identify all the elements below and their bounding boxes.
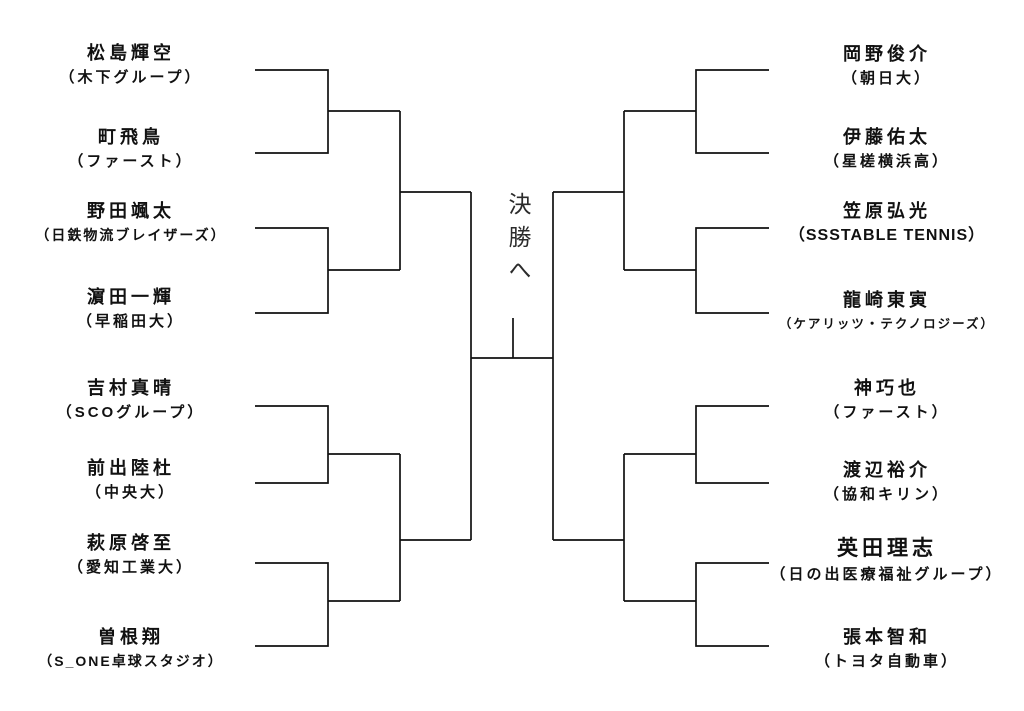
player-name: 伊藤佑太	[843, 127, 931, 147]
player-slot-left-6: 前出陸杜 （中央大）	[0, 457, 262, 503]
player-slot-right-3: 笠原弘光 （SSSTABLE TENNIS）	[756, 200, 1018, 246]
player-name: 英田理志	[837, 537, 937, 560]
player-slot-right-4: 龍崎東寅 （ケアリッツ・テクノロジーズ）	[756, 289, 1018, 335]
player-name: 前出陸杜	[87, 458, 175, 478]
player-name: 龍崎東寅	[843, 290, 931, 310]
bracket-line-left-match4	[255, 562, 329, 647]
bracket-line-right-match3	[695, 405, 769, 484]
player-name: 神巧也	[854, 378, 920, 398]
player-club: （星槎横浜高）	[823, 153, 950, 170]
player-slot-right-7: 英田理志 （日の出医療福祉グループ）	[756, 536, 1018, 585]
bracket-line-left-match2	[255, 227, 329, 314]
player-club: （ケアリッツ・テクノロジーズ）	[778, 317, 996, 331]
bracket-line-right-match4	[695, 562, 769, 647]
player-club: （早稲田大）	[76, 313, 185, 330]
player-slot-left-1: 松島輝空 （木下グループ）	[0, 42, 262, 88]
player-slot-right-6: 渡辺裕介 （協和キリン）	[756, 459, 1018, 505]
bracket-line-left-match3	[255, 405, 329, 484]
player-club: （S_ONE卓球スタジオ）	[38, 653, 224, 669]
player-club: （ファースト）	[824, 404, 950, 421]
player-club: （協和キリン）	[823, 486, 950, 503]
player-slot-left-5: 吉村真晴 （SCOグループ）	[0, 377, 262, 423]
player-name: 岡野俊介	[843, 44, 931, 64]
player-club: （日鉄物流ブレイザーズ）	[35, 227, 227, 243]
player-club: （SSSTABLE TENNIS）	[788, 227, 986, 244]
player-club: （日の出医療福祉グループ）	[770, 566, 1004, 583]
player-slot-right-5: 神巧也 （ファースト）	[756, 377, 1018, 423]
player-name: 濵田一輝	[87, 287, 175, 307]
final-label: 決勝へ	[505, 192, 531, 291]
bracket-line-left-match1	[255, 69, 329, 154]
player-slot-left-2: 町飛鳥 （ファースト）	[0, 126, 262, 172]
player-name: 曽根翔	[98, 627, 164, 647]
player-slot-left-4: 濵田一輝 （早稲田大）	[0, 286, 262, 332]
player-club: （中央大）	[85, 484, 176, 501]
player-name: 張本智和	[843, 627, 931, 647]
player-name: 野田颯太	[87, 201, 175, 221]
player-slot-right-8: 張本智和 （トヨタ自動車）	[756, 626, 1018, 672]
player-name: 笠原弘光	[843, 201, 931, 221]
player-name: 松島輝空	[87, 43, 175, 63]
player-club: （トヨタ自動車）	[814, 653, 959, 670]
player-club: （木下グループ）	[59, 69, 203, 86]
player-name: 渡辺裕介	[843, 460, 931, 480]
player-slot-right-2: 伊藤佑太 （星槎横浜高）	[756, 126, 1018, 172]
player-name: 町飛鳥	[98, 127, 164, 147]
player-club: （愛知工業大）	[67, 559, 194, 576]
player-name: 吉村真晴	[87, 378, 175, 398]
player-slot-left-7: 萩原啓至 （愛知工業大）	[0, 532, 262, 578]
player-club: （SCOグループ）	[56, 404, 206, 421]
player-slot-left-8: 曽根翔 （S_ONE卓球スタジオ）	[0, 626, 262, 672]
player-slot-right-1: 岡野俊介 （朝日大）	[756, 43, 1018, 89]
player-name: 萩原啓至	[87, 533, 175, 553]
player-club: （ファースト）	[68, 153, 194, 170]
player-club: （朝日大）	[841, 70, 932, 87]
player-slot-left-3: 野田颯太 （日鉄物流ブレイザーズ）	[0, 200, 262, 246]
